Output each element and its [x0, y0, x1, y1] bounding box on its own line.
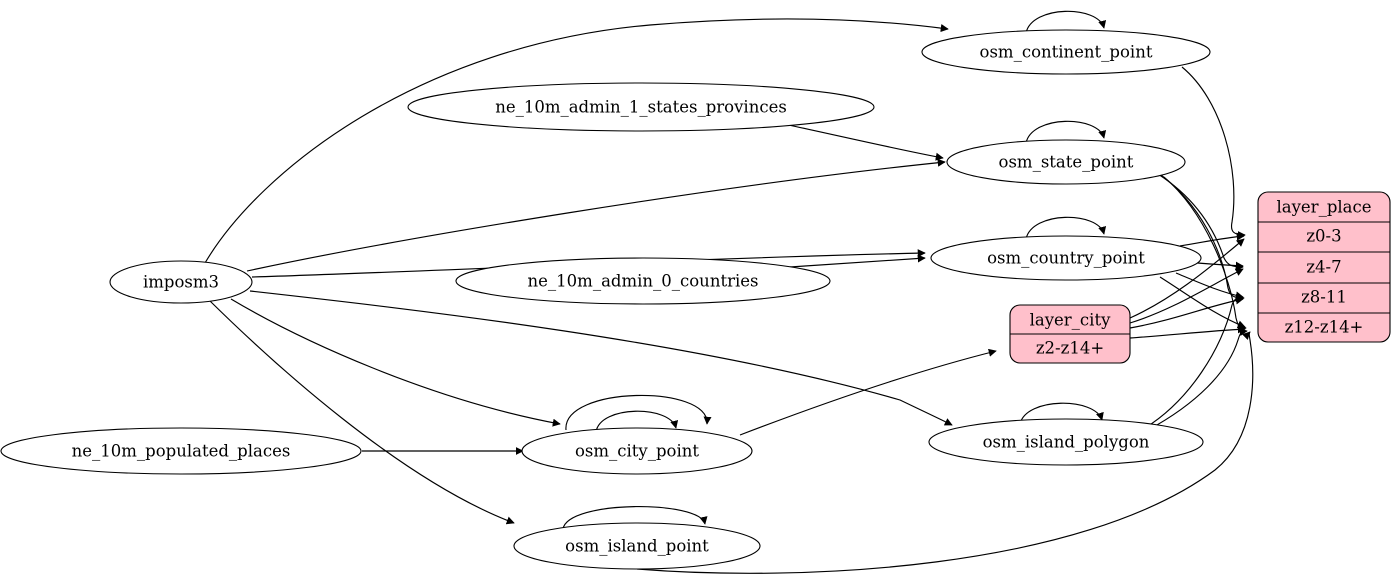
edge-osm-island-polygon-to-layer-place-z8-11: [1144, 293, 1245, 429]
edge-layer-city-to-layer-place-z4-7: [1129, 268, 1244, 324]
edges-layer: [204, 10, 1254, 574]
node-osm-continent-point-label: osm_continent_point: [980, 43, 1153, 62]
node-ne-10m-admin-0-countries[interactable]: ne_10m_admin_0_countries: [455, 257, 831, 305]
edge-osm-state-point-to-layer-place-z4-7: [1157, 173, 1244, 272]
node-osm-country-point[interactable]: osm_country_point: [930, 235, 1202, 281]
node-ne-countries-label: ne_10m_admin_0_countries: [528, 272, 759, 291]
edge-imposm3-to-osm-continent-point: [204, 18, 949, 264]
edge-self-loop-osm-island-polygon: [1019, 402, 1104, 425]
edge-self-loop-outer-osm-city-point: [565, 394, 712, 431]
edge-layer-city-to-layer-place-z8-11: [1129, 296, 1244, 329]
node-ne-states-label: ne_10m_admin_1_states_provinces: [495, 98, 787, 117]
nodes-layer: imposm3 ne_10m_admin_1_states_provinces …: [0, 29, 1211, 570]
node-osm-country-point-label: osm_country_point: [987, 249, 1145, 268]
node-osm-state-point[interactable]: osm_state_point: [946, 139, 1186, 185]
edge-osm-city-point-to-layer-city-z2-z14: [739, 348, 997, 436]
edge-layer-city-to-layer-place-z12-z14: [1129, 325, 1246, 339]
edge-ne-states-to-osm-state-point: [783, 123, 944, 161]
node-ne-10m-admin-1-states-provinces[interactable]: ne_10m_admin_1_states_provinces: [407, 82, 875, 132]
table-layer-place[interactable]: layer_place z0-3 z4-7 z8-11 z12-z14+: [1257, 191, 1391, 343]
edge-self-loop-osm-country-point: [1025, 216, 1107, 240]
edge-osm-island-point-to-layer-place-z12-z14: [636, 331, 1254, 574]
node-imposm3[interactable]: imposm3: [109, 260, 253, 304]
edge-self-loop-inner-osm-city-point: [595, 410, 679, 433]
node-osm-city-point-label: osm_city_point: [575, 442, 699, 461]
node-osm-state-point-label: osm_state_point: [999, 153, 1134, 172]
node-ne-places-label: ne_10m_populated_places: [72, 442, 291, 461]
edge-osm-country-point-to-layer-place-z12-z14: [1159, 276, 1246, 329]
table-layer-place-row-z0-3[interactable]: z0-3: [1306, 227, 1341, 246]
edge-ne-countries-to-osm-country-point: [789, 254, 926, 268]
edge-osm-island-polygon-to-layer-place-z12-z14: [1147, 328, 1248, 431]
node-imposm3-label: imposm3: [143, 273, 219, 292]
tables-layer: layer_city z2-z14+ layer_place z0-3 z4-7…: [1009, 191, 1391, 364]
node-osm-island-point[interactable]: osm_island_point: [513, 522, 761, 570]
table-layer-place-row-z12-z14[interactable]: z12-z14+: [1285, 318, 1364, 337]
node-osm-island-polygon[interactable]: osm_island_polygon: [928, 418, 1204, 466]
node-osm-city-point[interactable]: osm_city_point: [521, 427, 753, 475]
table-layer-city-header: layer_city: [1030, 311, 1111, 330]
edge-imposm3-to-osm-city-point: [230, 298, 561, 427]
edge-osm-state-point-to-layer-place-z8-11: [1160, 174, 1244, 303]
table-layer-place-row-z8-11[interactable]: z8-11: [1301, 288, 1347, 307]
node-osm-island-polygon-label: osm_island_polygon: [983, 433, 1150, 452]
edge-imposm3-to-osm-island-point: [209, 300, 515, 525]
edge-self-loop-osm-island-point: [562, 506, 708, 530]
table-layer-city-row-z2-z14[interactable]: z2-z14+: [1036, 339, 1104, 358]
edge-osm-country-point-to-layer-place-z0-3: [1179, 232, 1245, 247]
edge-self-loop-osm-continent-point: [1025, 10, 1107, 34]
edge-layer-city-to-layer-place-z0-3: [1129, 238, 1245, 319]
table-layer-city[interactable]: layer_city z2-z14+: [1009, 304, 1131, 364]
node-osm-island-point-label: osm_island_point: [565, 537, 709, 556]
edge-self-loop-osm-state-point: [1025, 120, 1107, 144]
table-layer-place-header: layer_place: [1276, 198, 1371, 217]
edge-osm-continent-point-to-layer-place-z0-3: [1181, 66, 1246, 240]
edge-imposm3-to-osm-island-polygon: [249, 290, 953, 426]
table-layer-place-row-z4-7[interactable]: z4-7: [1306, 258, 1341, 277]
node-osm-continent-point[interactable]: osm_continent_point: [921, 29, 1211, 75]
node-ne-10m-populated-places[interactable]: ne_10m_populated_places: [0, 427, 362, 475]
edge-imposm3-to-osm-state-point: [246, 158, 946, 272]
